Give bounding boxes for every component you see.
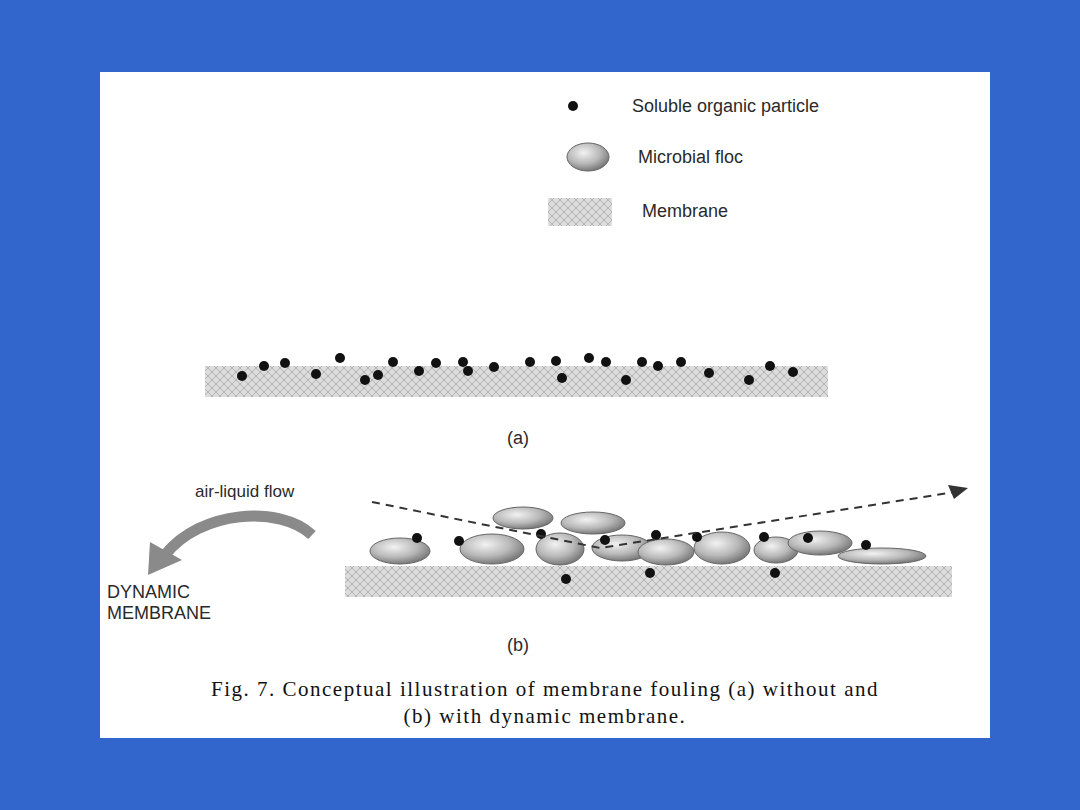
flocs-b	[370, 507, 926, 565]
legend-text: Membrane	[642, 201, 728, 222]
flow-arrow	[372, 492, 955, 548]
figure-panel	[100, 72, 990, 738]
organic-particle	[600, 535, 610, 545]
organic-particle	[651, 530, 661, 540]
membrane-a	[205, 366, 828, 397]
organic-particle	[458, 357, 468, 367]
panel-label: (a)	[507, 428, 529, 449]
organic-particle	[388, 357, 398, 367]
organic-particle	[525, 357, 535, 367]
organic-particle	[551, 356, 561, 366]
organic-particle	[637, 357, 647, 367]
organic-particle	[861, 540, 871, 550]
organic-particle	[759, 532, 769, 542]
dynamic-membrane-label: DYNAMIC MEMBRANE	[107, 582, 277, 623]
figure-caption: Fig. 7. Conceptual illustration of membr…	[195, 676, 895, 730]
panel-label: (b)	[507, 635, 529, 656]
microbial-floc	[493, 507, 553, 529]
organic-particle	[311, 369, 321, 379]
dynamic-arrow	[165, 516, 312, 555]
organic-particle	[431, 358, 441, 368]
legend-text: Microbial floc	[638, 147, 743, 168]
organic-particle	[536, 529, 546, 539]
organic-particle	[335, 353, 345, 363]
particles-b	[412, 529, 871, 584]
organic-particle	[259, 361, 269, 371]
organic-particle	[454, 536, 464, 546]
microbial-floc	[561, 512, 625, 534]
organic-particle	[489, 362, 499, 372]
organic-particle	[601, 357, 611, 367]
legend-swatch	[548, 198, 612, 226]
dynamic-arrowhead	[148, 542, 182, 575]
organic-particle	[584, 353, 594, 363]
organic-particle	[653, 361, 663, 371]
microbial-floc	[370, 538, 430, 564]
organic-particle	[744, 375, 754, 385]
organic-particle	[463, 366, 473, 376]
microbial-floc	[838, 548, 926, 564]
organic-particle	[621, 375, 631, 385]
organic-particle	[360, 375, 370, 385]
microbial-floc	[788, 531, 852, 555]
organic-particle	[561, 574, 571, 584]
legend-swatch	[568, 101, 578, 111]
organic-particle	[645, 568, 655, 578]
flow-arrowhead	[948, 485, 968, 499]
microbial-floc	[638, 539, 694, 565]
organic-particle	[557, 373, 567, 383]
legend-swatch	[567, 143, 609, 171]
microbial-floc	[694, 532, 750, 564]
organic-particle	[788, 367, 798, 377]
organic-particle	[770, 568, 780, 578]
flow-label: air-liquid flow	[195, 482, 294, 502]
organic-particle	[704, 368, 714, 378]
particles-a	[237, 353, 798, 385]
organic-particle	[803, 533, 813, 543]
organic-particle	[676, 357, 686, 367]
legend-text: Soluble organic particle	[632, 96, 819, 117]
organic-particle	[414, 366, 424, 376]
organic-particle	[765, 361, 775, 371]
membrane-b	[345, 566, 952, 597]
organic-particle	[373, 370, 383, 380]
microbial-floc	[460, 534, 524, 564]
organic-particle	[280, 358, 290, 368]
organic-particle	[412, 533, 422, 543]
organic-particle	[237, 371, 247, 381]
